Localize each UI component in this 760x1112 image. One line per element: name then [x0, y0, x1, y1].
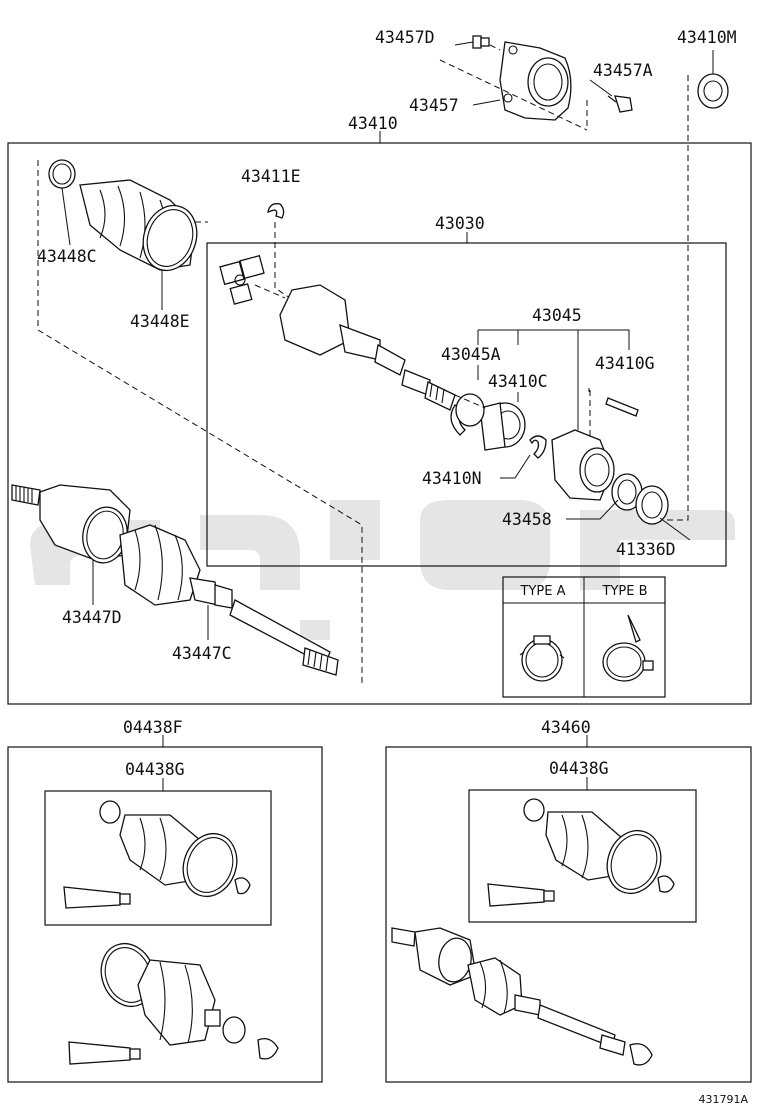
kit-left-outer-boot-icon — [100, 942, 279, 1060]
grease-tube-2-icon — [68, 1041, 141, 1065]
circlip-43045A-icon — [450, 393, 485, 436]
label-43457D: 43457D — [375, 28, 435, 47]
label-43448C: 43448C — [37, 247, 97, 266]
kit-left-boot-set-icon — [99, 800, 251, 898]
label-43457: 43457 — [409, 96, 459, 115]
label-43460: 43460 — [541, 718, 591, 737]
label-43045: 43045 — [532, 306, 582, 325]
clamp-type-a-icon — [519, 635, 565, 682]
bearing-43410M-icon — [697, 73, 729, 109]
label-04438F: 04438F — [123, 718, 183, 737]
label-43410G: 43410G — [595, 354, 655, 373]
bearing-housing-43045-icon — [551, 429, 615, 501]
label-43410C: 43410C — [488, 372, 548, 391]
kit-43460-frame — [385, 746, 752, 1083]
bearing-43410C-icon — [479, 402, 526, 451]
circlip-43411E-icon — [267, 203, 285, 219]
kit-04438F-frame — [7, 746, 323, 1083]
drive-shaft-assembly-icon — [11, 484, 339, 676]
bolt-43457D-icon — [472, 35, 490, 49]
kit-right-boot-set-icon — [523, 798, 675, 895]
clamp-43448C-icon — [48, 159, 76, 189]
kit-right-shaft-assembly-icon — [391, 927, 653, 1066]
figure-number: 431791A — [698, 1093, 748, 1106]
label-43448E: 43448E — [130, 312, 190, 331]
bracket-43457-icon — [499, 41, 572, 121]
label-43458: 43458 — [502, 510, 552, 529]
label-43411E: 43411E — [241, 167, 301, 186]
pin-43410G-icon — [605, 397, 639, 417]
seal-41336D-icon — [635, 485, 669, 525]
label-43410M: 43410M — [677, 28, 737, 47]
type-a-label: TYPE A — [520, 584, 566, 599]
bolt-43457A-icon — [607, 95, 633, 113]
label-43045A: 43045A — [441, 345, 501, 364]
label-43457A: 43457A — [593, 61, 653, 80]
kit-04438G-left-frame — [44, 790, 272, 926]
label-04438G-right: 04438G — [549, 759, 609, 778]
grease-tube-3-icon — [487, 883, 555, 907]
circlip-43410N-icon — [529, 435, 547, 459]
label-43410: 43410 — [348, 114, 398, 133]
label-43410N: 43410N — [422, 469, 482, 488]
label-04438G-left: 04438G — [125, 760, 185, 779]
label-41336D: 41336D — [616, 540, 676, 559]
kit-04438G-right-frame — [468, 789, 697, 923]
label-43030: 43030 — [435, 214, 485, 233]
clamp-43448E-icon — [142, 204, 198, 272]
label-43447D: 43447D — [62, 608, 122, 627]
inner-joint-housing-icon — [279, 284, 456, 411]
label-43447C: 43447C — [172, 644, 232, 663]
type-b-label: TYPE B — [602, 584, 648, 599]
clamp-type-b-icon — [602, 614, 654, 682]
grease-tube-icon — [63, 886, 131, 909]
tripod-joint-icon — [219, 254, 265, 305]
clamp-type-inset: TYPE A TYPE B — [502, 576, 666, 698]
